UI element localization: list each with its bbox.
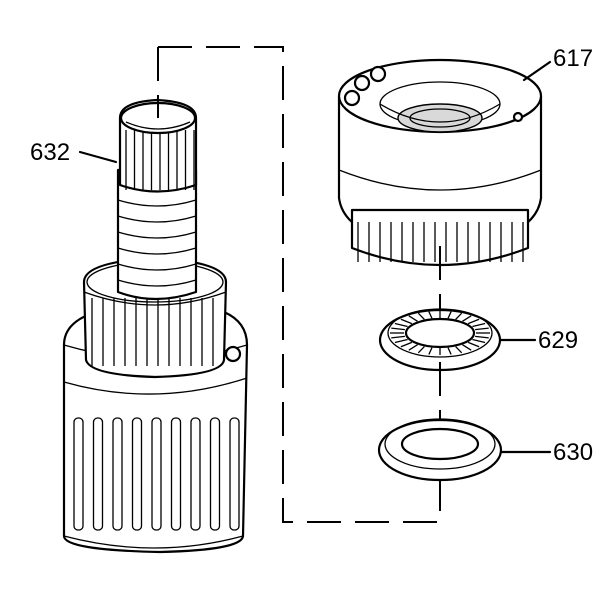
thrust-bearing-629 — [378, 308, 502, 432]
shaft-groove — [117, 215, 197, 223]
housing-slot — [190, 417, 201, 531]
drum-spline-skirt — [350, 208, 530, 267]
bearing-roller — [455, 312, 463, 320]
shaft-groove — [117, 199, 197, 207]
callout-629: 629 — [538, 327, 578, 354]
bearing-roller — [467, 341, 480, 348]
housing-slot — [229, 417, 240, 531]
bearing-roller — [467, 318, 480, 325]
housing-slot — [151, 417, 162, 531]
shaft — [116, 168, 198, 301]
callout-632: 632 — [30, 139, 70, 166]
housing-slot — [92, 417, 104, 531]
callout-630: 630 — [553, 439, 593, 466]
bearing-roller — [428, 311, 433, 319]
thrust-washer-630 — [377, 418, 503, 482]
bearing-roller — [391, 335, 405, 339]
shaft-hub-632 — [62, 47, 249, 554]
bearing-roller — [462, 315, 472, 322]
bearing-roller — [417, 346, 425, 354]
housing-slot — [209, 417, 221, 531]
housing-slots — [73, 417, 240, 531]
bearing-roller — [472, 322, 486, 328]
bearing-roller — [394, 338, 408, 344]
bearing-roller — [391, 327, 405, 331]
callout-617: 617 — [553, 45, 593, 72]
bearing-roller — [462, 344, 472, 351]
housing-slot — [131, 417, 143, 531]
housing-slot — [73, 417, 84, 531]
bearing-roller — [417, 312, 425, 320]
bearing-roller — [408, 344, 418, 351]
bearing-roller — [475, 327, 489, 331]
shaft-groove — [117, 231, 197, 239]
bearing-roller — [475, 335, 489, 339]
bearing-roller — [447, 347, 452, 355]
shaft-groove — [117, 279, 197, 287]
shaft-groove — [117, 263, 197, 271]
bearing-roller — [472, 338, 486, 344]
bearing-roller — [447, 311, 452, 319]
housing-slot — [112, 417, 123, 531]
housing-slot — [170, 417, 182, 531]
shaft-groove — [117, 247, 197, 255]
bearing-roller — [408, 315, 418, 322]
bearing-roller — [455, 346, 463, 354]
leader-632 — [78, 150, 118, 164]
leader-617 — [522, 60, 552, 82]
assembly-path-line — [158, 46, 441, 523]
pin — [224, 345, 242, 363]
bearing-roller — [400, 341, 413, 348]
bearing-roller — [394, 322, 408, 328]
bearing-roller — [400, 318, 413, 325]
bearing-roller — [428, 347, 433, 355]
drum-617 — [337, 58, 543, 318]
